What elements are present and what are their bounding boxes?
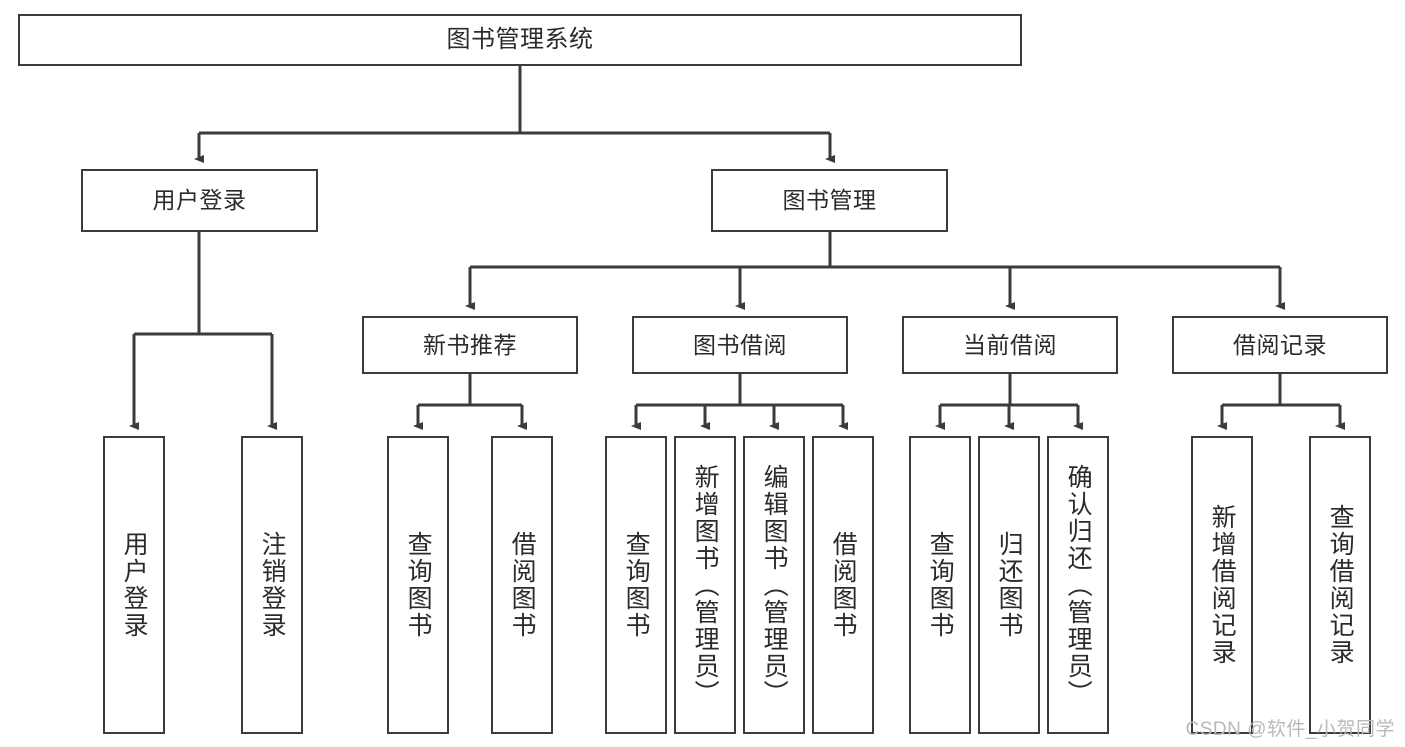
node-leaf-borrow-book-1[interactable]: 借阅图书 xyxy=(491,436,553,734)
csdn-watermark: CSDN @软件_小贺同学 xyxy=(1185,719,1395,740)
node-borrow-record[interactable]: 借阅记录 xyxy=(1172,316,1388,374)
node-leaf-return-book[interactable]: 归还图书 xyxy=(978,436,1040,734)
node-book-borrow[interactable]: 图书借阅 xyxy=(632,316,848,374)
node-label: 用户登录 xyxy=(120,531,149,639)
node-label: 查询图书 xyxy=(404,531,433,639)
node-label: 用户登录 xyxy=(152,187,247,214)
node-label: 新增图书（管理员） xyxy=(691,463,720,707)
node-leaf-add-record[interactable]: 新增借阅记录 xyxy=(1191,436,1253,734)
node-book-manage[interactable]: 图书管理 xyxy=(711,169,948,232)
node-leaf-confirm-return[interactable]: 确认归还（管理员） xyxy=(1047,436,1109,734)
node-leaf-query-record[interactable]: 查询借阅记录 xyxy=(1309,436,1371,734)
node-current-borrow[interactable]: 当前借阅 xyxy=(902,316,1118,374)
node-leaf-logout-login[interactable]: 注销登录 xyxy=(241,436,303,734)
node-label: 图书管理 xyxy=(782,187,877,214)
node-label: 编辑图书（管理员） xyxy=(760,463,789,707)
node-label: 新增借阅记录 xyxy=(1208,504,1237,666)
node-leaf-add-book[interactable]: 新增图书（管理员） xyxy=(674,436,736,734)
node-label: 查询图书 xyxy=(622,531,651,639)
node-label: 查询图书 xyxy=(926,531,955,639)
node-label: 借阅图书 xyxy=(829,531,858,639)
node-label: 图书管理系统 xyxy=(446,26,594,54)
node-label: 借阅记录 xyxy=(1233,331,1327,358)
node-label: 当前借阅 xyxy=(963,331,1057,358)
node-leaf-user-login[interactable]: 用户登录 xyxy=(103,436,165,734)
node-label: 图书借阅 xyxy=(693,331,787,358)
node-label: 新书推荐 xyxy=(423,331,517,358)
node-label: 确认归还（管理员） xyxy=(1064,463,1093,707)
node-leaf-edit-book[interactable]: 编辑图书（管理员） xyxy=(743,436,805,734)
node-label: 借阅图书 xyxy=(508,531,537,639)
node-label: 注销登录 xyxy=(258,531,287,639)
node-label: 归还图书 xyxy=(995,531,1024,639)
node-leaf-query-book-1[interactable]: 查询图书 xyxy=(387,436,449,734)
node-new-book-recommend[interactable]: 新书推荐 xyxy=(362,316,578,374)
node-leaf-borrow-book-2[interactable]: 借阅图书 xyxy=(812,436,874,734)
node-label: 查询借阅记录 xyxy=(1326,504,1355,666)
node-leaf-query-book-3[interactable]: 查询图书 xyxy=(909,436,971,734)
node-leaf-query-book-2[interactable]: 查询图书 xyxy=(605,436,667,734)
node-root-system[interactable]: 图书管理系统 xyxy=(18,14,1022,66)
node-user-login[interactable]: 用户登录 xyxy=(81,169,318,232)
